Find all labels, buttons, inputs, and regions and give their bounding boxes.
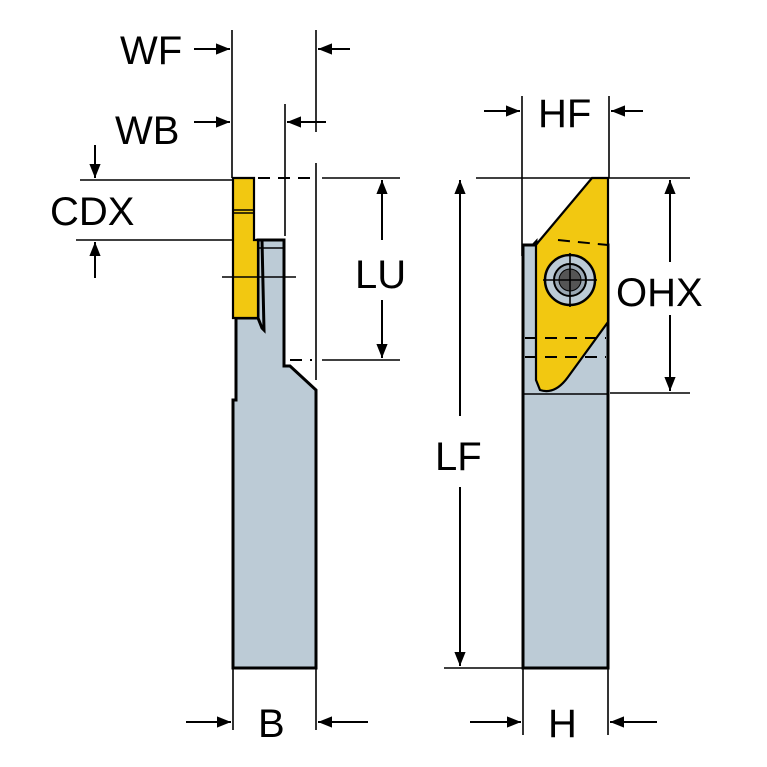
label-wb: WB (115, 109, 179, 153)
label-ohx: OHX (616, 271, 703, 315)
label-b: B (258, 702, 285, 746)
label-lf: LF (435, 435, 482, 479)
label-h: H (548, 702, 577, 746)
front-view: HF OHX LF H (435, 92, 703, 746)
side-view: WF WB CDX LU B (50, 29, 406, 746)
label-hf: HF (538, 92, 591, 136)
label-wf: WF (120, 29, 182, 73)
screw-icon (543, 253, 597, 307)
label-cdx: CDX (50, 190, 134, 234)
insert-dashed-top (557, 239, 609, 246)
insert-side (231, 176, 260, 320)
label-lu: LU (355, 253, 406, 297)
